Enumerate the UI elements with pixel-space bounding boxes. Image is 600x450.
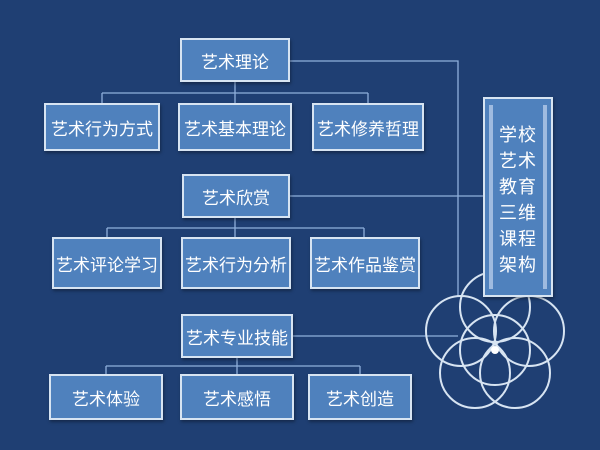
framework-line: 三维: [499, 203, 537, 224]
node-skills-child: 艺术感悟: [180, 374, 294, 420]
node-appreciation: 艺术欣赏: [182, 174, 290, 218]
node-skills-child: 艺术创造: [308, 374, 412, 420]
node-theory: 艺术理论: [180, 38, 290, 82]
node-skills: 艺术专业技能: [181, 314, 293, 358]
node-appreciation-child: 艺术行为分析: [181, 237, 291, 289]
framework-box: 学校 艺术 教育 三维 课程 架构: [483, 97, 553, 297]
framework-line: 学校: [499, 125, 537, 146]
node-appreciation-child: 艺术作品鉴赏: [310, 237, 420, 289]
node-theory-child: 艺术基本理论: [178, 103, 292, 151]
framework-line: 架构: [499, 255, 537, 276]
node-appreciation-child: 艺术评论学习: [52, 237, 162, 289]
framework-line: 教育: [499, 177, 537, 198]
framework-title: 学校 艺术 教育 三维 课程 架构: [485, 123, 551, 279]
node-theory-child: 艺术行为方式: [44, 103, 160, 151]
node-skills-child: 艺术体验: [49, 374, 163, 420]
node-theory-child: 艺术修养哲理: [312, 103, 424, 151]
framework-line: 艺术: [499, 151, 537, 172]
framework-line: 课程: [499, 229, 537, 250]
connector: [290, 60, 459, 296]
